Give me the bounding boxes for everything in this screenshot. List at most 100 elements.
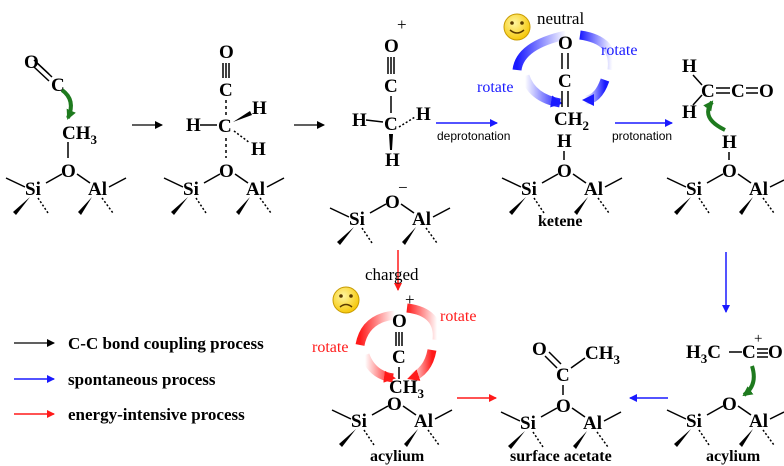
atom-o: O xyxy=(61,161,76,182)
atom-si: Si xyxy=(686,411,702,432)
atom-al: Al xyxy=(583,413,602,434)
molecule-acylium-right: H3C C + O O Si Al acylium xyxy=(666,331,784,465)
protonation-label: protonation xyxy=(612,129,672,143)
atom-h: H xyxy=(186,115,201,136)
atom-o: O xyxy=(384,36,399,57)
atom-c: C xyxy=(384,76,398,97)
atom-al: Al xyxy=(584,179,603,200)
ketene-label: ketene xyxy=(538,213,582,230)
molecule-ketene: neutral rotate rotate O C CH2 H O Si Al … xyxy=(477,9,637,230)
methyl-group: CH3 xyxy=(62,123,98,147)
green-attack-arrow xyxy=(60,88,76,120)
legend-item-energy-intensive: energy-intensive process xyxy=(14,405,245,424)
positive-charge: + xyxy=(754,331,762,347)
sad-face-icon xyxy=(332,286,360,314)
methyl-group: CH3 xyxy=(585,343,621,367)
rotate-arc-upper-left xyxy=(355,310,396,347)
rotate-label-left: rotate xyxy=(477,79,513,96)
atom-o: O xyxy=(219,42,234,63)
green-proton-arrow xyxy=(703,100,726,132)
atom-c: C xyxy=(558,71,572,92)
atom-h: H xyxy=(416,104,431,125)
positive-charge: + xyxy=(405,290,415,309)
atom-al: Al xyxy=(749,179,768,200)
rotate-arc-lower-right xyxy=(582,78,610,106)
atom-c: C xyxy=(384,114,398,135)
rotate-arc-lower-left xyxy=(360,353,396,383)
methyl-group: H3C xyxy=(686,342,721,366)
legend-label: C-C bond coupling process xyxy=(68,334,264,353)
atom-h: H xyxy=(352,110,367,131)
atom-si: Si xyxy=(349,209,365,230)
molecule-surface-acetate: O C CH3 O Si Al surface acetate xyxy=(500,339,622,465)
rotate-arc-upper-right xyxy=(579,30,617,71)
atom-h: H xyxy=(557,131,572,152)
atom-o: O xyxy=(768,342,783,363)
rotate-label-left: rotate xyxy=(312,339,348,356)
atom-h: H xyxy=(252,98,267,119)
rotate-label-right: rotate xyxy=(440,308,476,325)
atom-si: Si xyxy=(520,413,536,434)
atom-h: H xyxy=(682,102,697,123)
atom-c: C xyxy=(218,116,232,137)
atom-o: O xyxy=(558,33,573,54)
atom-h: H xyxy=(682,56,697,77)
atom-o: O xyxy=(385,192,400,213)
atom-al: Al xyxy=(88,179,107,200)
legend: C-C bond coupling process spontaneous pr… xyxy=(14,334,264,424)
molecule-ketene-protonation: H H C C O H O Si Al xyxy=(666,56,784,215)
atom-h: H xyxy=(722,132,737,153)
atom-si: Si xyxy=(25,179,41,200)
molecule-co-methoxy: O C CH3 O Si Al xyxy=(5,52,127,215)
charged-label: charged xyxy=(365,265,419,284)
atom-o: O xyxy=(387,394,402,415)
atom-h: H xyxy=(385,150,400,171)
deprotonation-label: deprotonation xyxy=(437,129,510,143)
rotate-label-right: rotate xyxy=(601,42,637,59)
atom-c: C xyxy=(556,365,570,386)
rotate-arc-lower-right xyxy=(407,349,437,383)
happy-face-icon xyxy=(503,13,531,41)
atom-al: Al xyxy=(414,411,433,432)
legend-item-cc-coupling: C-C bond coupling process xyxy=(14,334,264,353)
green-attack-arrow xyxy=(742,365,756,397)
surface-acetate-label: surface acetate xyxy=(510,448,612,465)
positive-charge: + xyxy=(397,15,407,34)
atom-c: C xyxy=(219,80,233,101)
rotate-arc-lower-left xyxy=(520,74,563,108)
atom-o: O xyxy=(556,396,571,417)
molecule-transition-state: O C H C H H O Si Al xyxy=(163,42,285,215)
atom-c: C xyxy=(742,342,756,363)
rotate-arc-upper-right xyxy=(406,303,442,341)
atom-si: Si xyxy=(521,179,537,200)
atom-c: C xyxy=(731,81,745,102)
acylium-label-left: acylium xyxy=(370,448,425,465)
methyl-group: CH3 xyxy=(389,377,425,401)
atom-si: Si xyxy=(351,411,367,432)
neutral-label: neutral xyxy=(537,9,584,28)
atom-al: Al xyxy=(246,179,265,200)
legend-label: energy-intensive process xyxy=(68,405,245,424)
atom-o: O xyxy=(219,161,234,182)
atom-si: Si xyxy=(686,179,702,200)
atom-o: O xyxy=(722,394,737,415)
atom-c: C xyxy=(51,75,65,96)
legend-label: spontaneous process xyxy=(68,370,216,389)
molecule-acylium-upper: O + C C H H H O − Si Al xyxy=(329,15,451,245)
atom-si: Si xyxy=(183,179,199,200)
atom-c: C xyxy=(392,347,406,368)
methylene-group: CH2 xyxy=(554,109,589,133)
atom-o: O xyxy=(557,161,572,182)
legend-item-spontaneous: spontaneous process xyxy=(14,370,216,389)
atom-o: O xyxy=(759,81,774,102)
molecule-acylium-charged: charged rotate rotate O + C CH3 O Si Al … xyxy=(312,265,476,465)
atom-al: Al xyxy=(749,411,768,432)
atom-o: O xyxy=(722,161,737,182)
atom-h: H xyxy=(251,139,266,160)
atom-c: C xyxy=(701,81,715,102)
atom-o: O xyxy=(532,339,547,360)
acylium-label-right: acylium xyxy=(706,448,761,465)
rotate-arc-upper-left xyxy=(512,30,567,71)
negative-charge: − xyxy=(398,178,408,197)
